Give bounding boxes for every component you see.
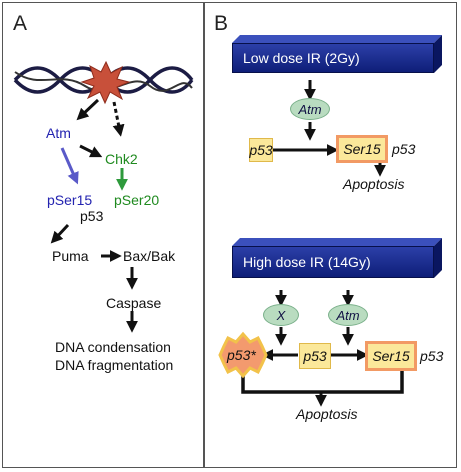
panel-divider bbox=[203, 2, 205, 468]
low-atm-oval: Atm bbox=[290, 98, 330, 120]
high-p53-after-label: p53 bbox=[420, 348, 444, 364]
figure-frame bbox=[2, 2, 457, 468]
high-dose-banner: High dose IR (14Gy) bbox=[232, 246, 434, 278]
bax-bak-label: Bax/Bak bbox=[123, 248, 176, 264]
high-apoptosis-label: Apoptosis bbox=[296, 406, 358, 422]
low-dose-banner-top bbox=[232, 35, 442, 43]
high-ser15-box: Ser15 bbox=[365, 341, 417, 371]
high-dose-banner-side bbox=[434, 238, 442, 278]
panel-a-label: A bbox=[13, 12, 28, 35]
p53-star-burst bbox=[218, 331, 268, 379]
pser20-label: pSer20 bbox=[114, 192, 160, 208]
low-p53-after-label: p53 bbox=[392, 141, 416, 157]
high-p53-box: p53 bbox=[299, 343, 331, 369]
panel-b-low-arrows bbox=[273, 80, 386, 177]
dna-fragmentation-label: DNA fragmentation bbox=[55, 357, 174, 373]
panel-a-arrows bbox=[50, 98, 138, 333]
high-dose-banner-top bbox=[232, 238, 442, 246]
puma-label: Puma bbox=[52, 248, 89, 264]
panel-b-high-arrows bbox=[241, 290, 404, 407]
p53-label: p53 bbox=[80, 208, 104, 224]
panel-b-label: B bbox=[214, 12, 229, 35]
low-apoptosis-label: Apoptosis bbox=[343, 176, 405, 192]
dna-damage-burst-icon bbox=[80, 60, 131, 105]
low-dose-banner: Low dose IR (2Gy) bbox=[232, 43, 434, 73]
caspase-label: Caspase bbox=[106, 295, 162, 311]
high-p53-star-label: p53* bbox=[227, 347, 256, 363]
atm-label: Atm bbox=[46, 125, 71, 141]
low-dose-banner-side bbox=[434, 35, 442, 73]
pser15-label: pSer15 bbox=[47, 192, 93, 208]
dna-condensation-label: DNA condensation bbox=[55, 339, 171, 355]
chk2-label: Chk2 bbox=[105, 151, 138, 167]
high-x-oval: X bbox=[263, 304, 299, 326]
high-atm-oval: Atm bbox=[328, 304, 368, 326]
low-p53-box: p53 bbox=[249, 138, 273, 162]
low-ser15-box: Ser15 bbox=[336, 135, 388, 163]
